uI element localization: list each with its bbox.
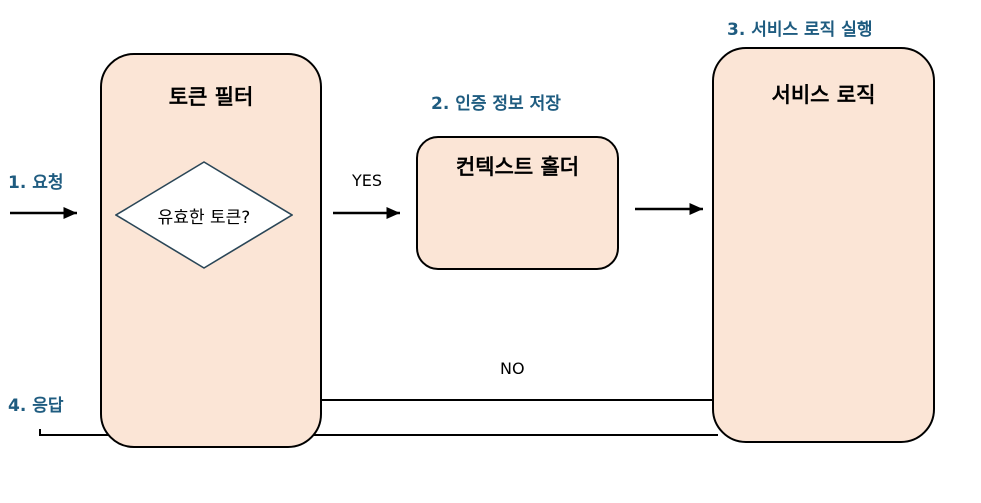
context-holder-title: 컨텍스트 홀더 [455, 155, 580, 179]
service-logic-box: 서비스 로직 [712, 47, 935, 443]
decision-diamond-shape [114, 161, 294, 269]
token-filter-title: 토큰 필터 [168, 85, 254, 109]
context-holder-box: 컨텍스트 홀더 [416, 136, 619, 270]
yes-edge-label: YES [352, 171, 383, 190]
step-request-label: 1. 요청 [8, 173, 64, 193]
valid-token-decision: 유효한 토큰? [114, 161, 294, 269]
step-response-label: 4. 응답 [8, 396, 64, 416]
no-edge-label: NO [500, 359, 525, 378]
valid-token-label: 유효한 토큰? [157, 208, 251, 228]
response-path [39, 429, 718, 436]
service-logic-title: 서비스 로직 [771, 83, 876, 107]
step-store-auth-label: 2. 인증 정보 저장 [431, 94, 561, 114]
step-run-service-label: 3. 서비스 로직 실행 [727, 20, 873, 40]
